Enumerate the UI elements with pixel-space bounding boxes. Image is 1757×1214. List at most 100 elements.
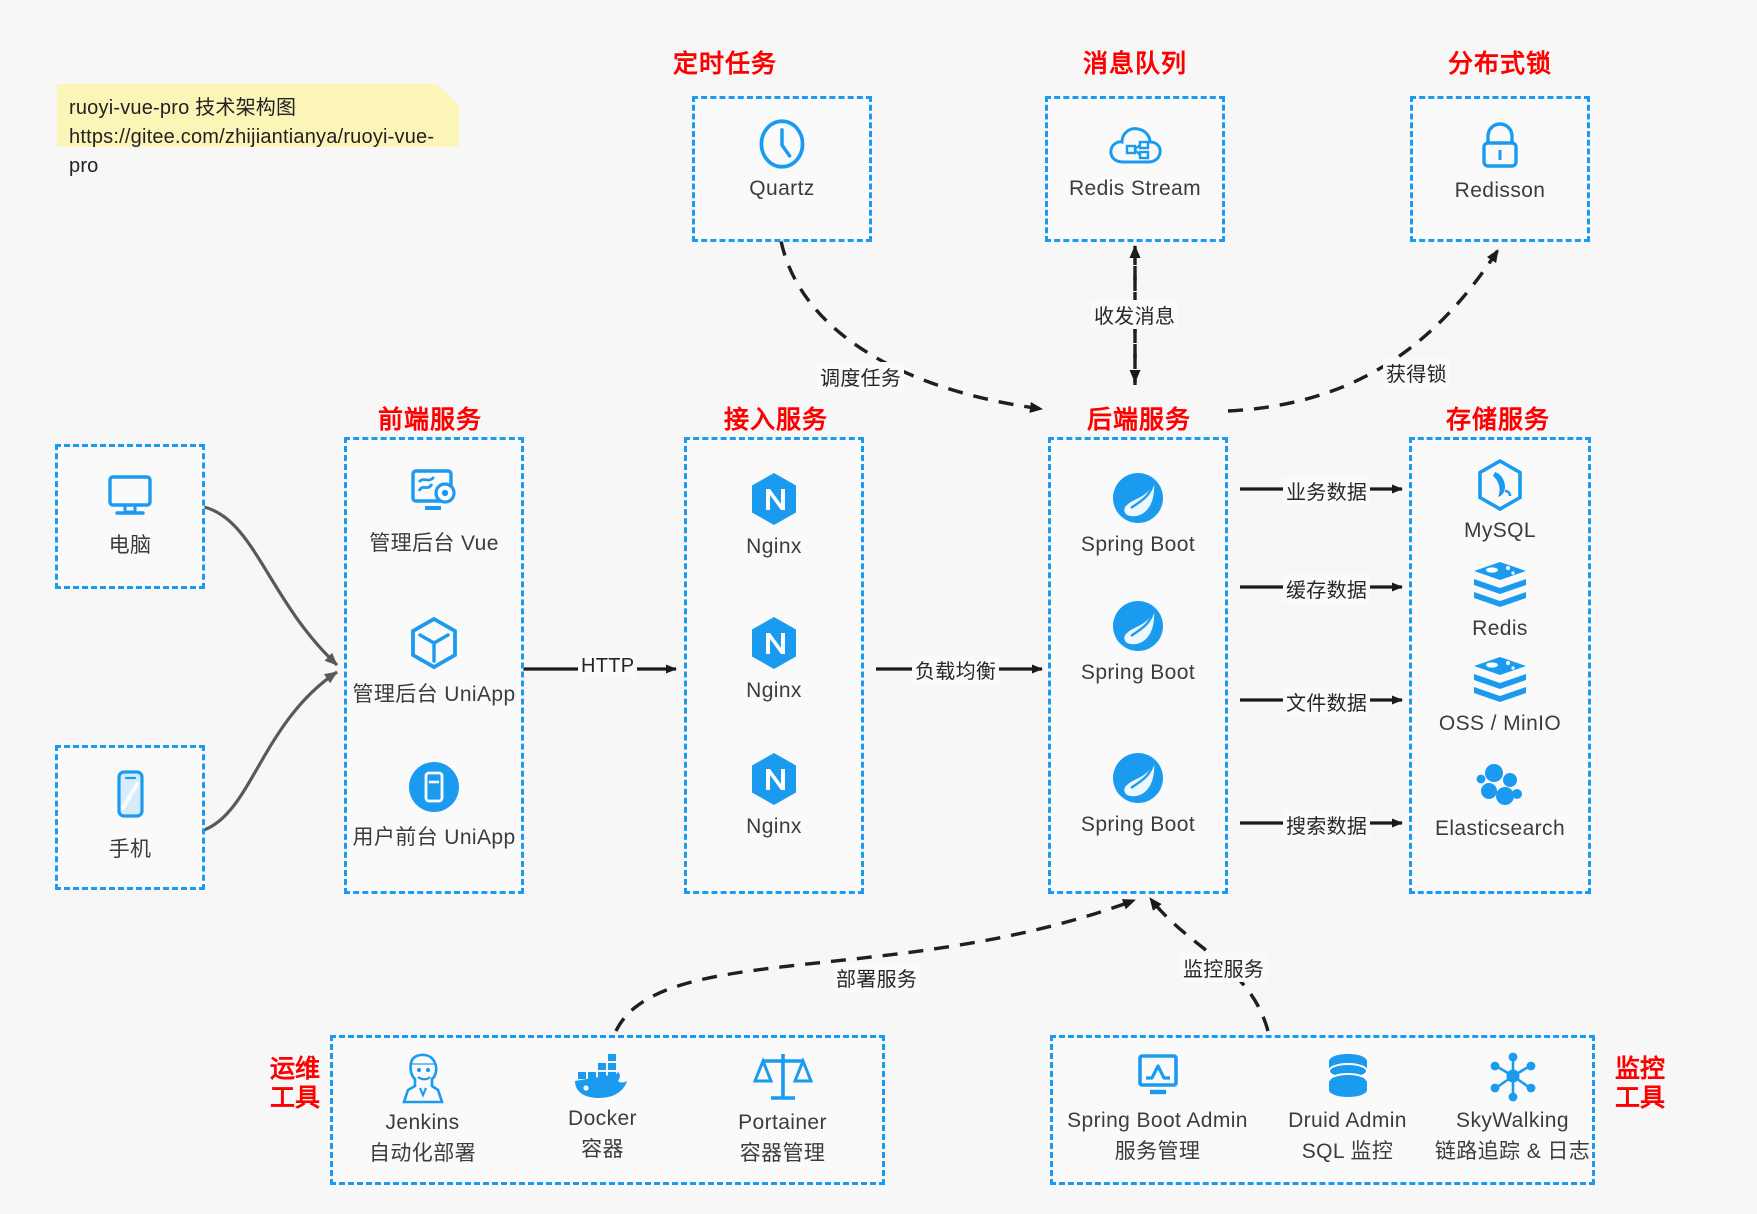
edge-label-biz-data: 业务数据 xyxy=(1283,476,1371,505)
edge-label-load-balance: 负载均衡 xyxy=(912,655,1000,684)
node-mysql[interactable]: MySQL xyxy=(1409,458,1591,543)
node-label: Redisson xyxy=(1454,179,1546,202)
node-admin-uniapp[interactable]: 管理后台 UniApp xyxy=(344,615,524,708)
edge-label-deploy: 部署服务 xyxy=(833,963,921,992)
node-nginx-3[interactable]: Nginx xyxy=(684,750,864,839)
edge-label-cache-data: 缓存数据 xyxy=(1283,574,1371,603)
jenkins-butler-icon xyxy=(394,1050,452,1104)
group-title-monitor: 监控 工具 xyxy=(1600,1055,1680,1113)
group-title-devops: 运维 工具 xyxy=(255,1055,335,1113)
group-box-client-desktop xyxy=(55,444,205,589)
group-title-storage: 存储服务 xyxy=(1445,406,1550,434)
cloud-stream-icon xyxy=(1107,122,1163,170)
node-user-uniapp[interactable]: 用户前台 UniApp xyxy=(344,760,524,851)
node-label: Spring Boot xyxy=(1080,661,1196,684)
node-sublabel: 链路追踪 & 日志 xyxy=(1434,1140,1591,1163)
mobile-phone-icon xyxy=(110,768,150,826)
spring-boot-icon xyxy=(1110,598,1166,654)
note-fold-highlight-icon xyxy=(437,84,459,106)
node-label: Nginx xyxy=(746,535,802,558)
clock-icon xyxy=(756,118,808,170)
note-line-url: https://gitee.com/zhijiantianya/ruoyi-vu… xyxy=(69,126,435,177)
node-druid-admin[interactable]: Druid Admin SQL 监控 xyxy=(1265,1052,1430,1165)
admin-dashboard-icon xyxy=(405,466,463,520)
node-skywalking[interactable]: SkyWalking 链路追踪 & 日志 xyxy=(1425,1052,1600,1165)
elasticsearch-icon xyxy=(1472,760,1528,810)
node-nginx-1[interactable]: Nginx xyxy=(684,470,864,559)
node-spring-boot-3[interactable]: Spring Boot xyxy=(1048,750,1228,837)
node-spring-boot-2[interactable]: Spring Boot xyxy=(1048,598,1228,685)
monitor-chart-icon xyxy=(1129,1052,1187,1102)
database-stack-icon xyxy=(1320,1052,1376,1102)
monitor-title-line1: 监控 xyxy=(1614,1055,1665,1083)
group-title-distributed-lock: 分布式锁 xyxy=(1447,50,1552,78)
node-mobile[interactable]: 手机 xyxy=(55,768,205,863)
edge-label-schedule: 调度任务 xyxy=(817,362,905,391)
group-title-message-queue: 消息队列 xyxy=(1082,50,1187,78)
monitor-title-line2: 工具 xyxy=(1614,1083,1665,1112)
node-redisson[interactable]: Redisson xyxy=(1410,120,1590,203)
node-label: 电脑 xyxy=(108,534,152,557)
node-docker[interactable]: Docker 容器 xyxy=(520,1050,685,1163)
node-label: Portainer xyxy=(738,1111,827,1134)
edge-label-http: HTTP xyxy=(578,655,638,678)
node-label: Spring Boot Admin xyxy=(1067,1109,1248,1132)
node-label: 用户前台 UniApp xyxy=(352,826,516,849)
group-title-scheduled-task: 定时任务 xyxy=(672,50,777,78)
node-label: OSS / MinIO xyxy=(1438,712,1562,735)
desktop-computer-icon xyxy=(101,470,159,522)
spring-boot-icon xyxy=(1110,750,1166,806)
node-label: MySQL xyxy=(1463,519,1536,542)
docker-whale-icon xyxy=(572,1050,634,1100)
nginx-icon xyxy=(747,614,801,672)
spring-boot-icon xyxy=(1110,470,1166,526)
node-admin-vue[interactable]: 管理后台 Vue xyxy=(344,466,524,557)
node-quartz[interactable]: Quartz xyxy=(692,118,872,201)
devops-title-line2: 工具 xyxy=(269,1083,320,1112)
node-label: Jenkins xyxy=(385,1111,460,1134)
uniapp-cube-icon xyxy=(407,615,461,671)
group-box-message-queue xyxy=(1045,96,1225,242)
node-sublabel: 容器管理 xyxy=(739,1142,826,1165)
node-label: Druid Admin xyxy=(1288,1109,1407,1132)
node-sublabel: 容器 xyxy=(581,1138,624,1161)
node-redis[interactable]: Redis xyxy=(1409,560,1591,641)
mysql-icon xyxy=(1474,458,1526,512)
node-nginx-2[interactable]: Nginx xyxy=(684,614,864,703)
node-label: Docker xyxy=(568,1107,637,1130)
portainer-scale-icon xyxy=(752,1050,813,1104)
node-sublabel: 自动化部署 xyxy=(369,1142,476,1165)
node-label: Quartz xyxy=(749,177,815,200)
edge-label-file-data: 文件数据 xyxy=(1283,687,1371,716)
nginx-icon xyxy=(747,750,801,808)
node-label: Redis Stream xyxy=(1068,177,1201,200)
node-portainer[interactable]: Portainer 容器管理 xyxy=(700,1050,865,1167)
node-elasticsearch[interactable]: Elasticsearch xyxy=(1409,760,1591,841)
node-sublabel: 服务管理 xyxy=(1114,1140,1201,1163)
node-label: SkyWalking xyxy=(1456,1109,1569,1132)
node-jenkins[interactable]: Jenkins 自动化部署 xyxy=(340,1050,505,1167)
node-label: Spring Boot xyxy=(1080,813,1196,836)
sticky-note: ruoyi-vue-pro 技术架构图 https://gitee.com/zh… xyxy=(57,84,459,177)
node-oss-minio[interactable]: OSS / MinIO xyxy=(1409,655,1591,736)
node-spring-boot-1[interactable]: Spring Boot xyxy=(1048,470,1228,557)
node-label: Nginx xyxy=(746,815,802,838)
node-label: Elasticsearch xyxy=(1434,817,1566,840)
group-title-gateway: 接入服务 xyxy=(723,406,828,434)
node-label: Spring Boot xyxy=(1080,533,1196,556)
node-label: Nginx xyxy=(746,679,802,702)
note-line-title: ruoyi-vue-pro 技术架构图 xyxy=(69,97,297,119)
mobile-app-icon xyxy=(407,760,461,814)
node-redis-stream[interactable]: Redis Stream xyxy=(1045,122,1225,201)
group-box-distributed-lock xyxy=(1410,96,1590,242)
edge-label-messaging: 收发消息 xyxy=(1091,300,1179,329)
nginx-icon xyxy=(747,470,801,528)
edge-label-search-data: 搜索数据 xyxy=(1283,810,1371,839)
node-spring-boot-admin[interactable]: Spring Boot Admin 服务管理 xyxy=(1060,1052,1255,1165)
node-desktop[interactable]: 电脑 xyxy=(55,470,205,559)
edge-label-monitoring: 监控服务 xyxy=(1180,953,1268,982)
node-label: Redis xyxy=(1472,617,1528,640)
node-label: 管理后台 UniApp xyxy=(352,683,516,706)
group-title-backend: 后端服务 xyxy=(1086,406,1191,434)
